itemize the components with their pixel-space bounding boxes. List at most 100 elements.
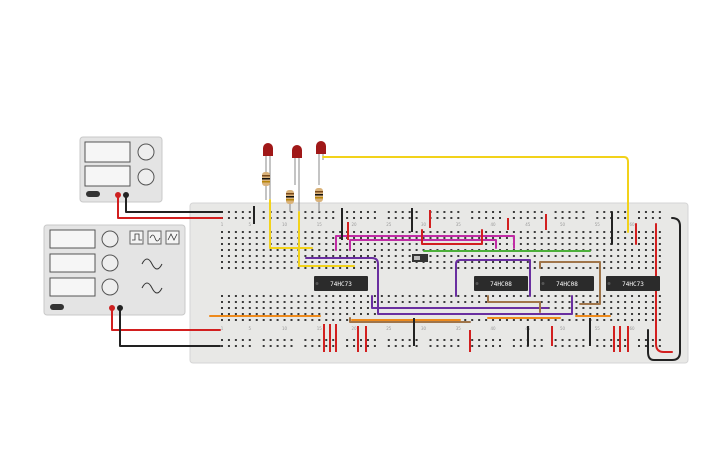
breadboard-hole[interactable] (603, 217, 606, 219)
breadboard-hole[interactable] (651, 339, 654, 341)
breadboard-hole[interactable] (582, 237, 585, 239)
breadboard-hole[interactable] (325, 243, 328, 245)
breadboard-hole[interactable] (221, 319, 223, 321)
breadboard-hole[interactable] (234, 237, 237, 239)
breadboard-hole[interactable] (582, 231, 585, 233)
breadboard-hole[interactable] (624, 231, 627, 233)
breadboard-hole[interactable] (262, 249, 265, 251)
breadboard-hole[interactable] (610, 345, 613, 347)
breadboard-hole[interactable] (311, 313, 314, 315)
breadboard-hole[interactable] (401, 243, 404, 245)
breadboard-hole[interactable] (401, 249, 404, 251)
breadboard-hole[interactable] (360, 345, 362, 347)
breadboard-hole[interactable] (547, 237, 550, 239)
breadboard-hole[interactable] (582, 255, 585, 257)
breadboard-hole[interactable] (408, 267, 411, 269)
breadboard-hole[interactable] (596, 313, 599, 315)
breadboard-hole[interactable] (603, 319, 606, 321)
breadboard-hole[interactable] (248, 339, 251, 341)
breadboard-hole[interactable] (332, 261, 335, 263)
breadboard-hole[interactable] (408, 217, 411, 219)
breadboard-hole[interactable] (512, 255, 515, 257)
breadboard-hole[interactable] (582, 313, 585, 315)
breadboard-hole[interactable] (380, 231, 383, 233)
breadboard-hole[interactable] (638, 255, 640, 257)
breadboard-hole[interactable] (533, 295, 536, 297)
breadboard-hole[interactable] (436, 301, 439, 303)
breadboard-hole[interactable] (325, 307, 328, 309)
breadboard-hole[interactable] (638, 211, 640, 213)
breadboard-hole[interactable] (325, 261, 328, 263)
breadboard-hole[interactable] (366, 261, 369, 263)
breadboard-hole[interactable] (589, 307, 592, 309)
breadboard-hole[interactable] (276, 307, 279, 309)
breadboard-hole[interactable] (415, 301, 418, 303)
breadboard-hole[interactable] (499, 243, 501, 245)
breadboard-hole[interactable] (499, 267, 501, 269)
breadboard-hole[interactable] (526, 255, 529, 257)
breadboard-hole[interactable] (394, 261, 397, 263)
breadboard-hole[interactable] (464, 301, 467, 303)
breadboard-hole[interactable] (318, 231, 321, 233)
resistor-3[interactable] (315, 188, 323, 212)
wire-magenta-1[interactable] (335, 235, 515, 251)
breadboard-hole[interactable] (644, 267, 647, 269)
breadboard-hole[interactable] (617, 211, 620, 213)
function-generator[interactable] (43, 224, 186, 316)
breadboard-hole[interactable] (325, 339, 328, 341)
breadboard-hole[interactable] (582, 217, 585, 219)
breadboard-hole[interactable] (651, 243, 654, 245)
breadboard-hole[interactable] (512, 345, 515, 347)
breadboard-hole[interactable] (366, 243, 369, 245)
breadboard-hole[interactable] (311, 307, 314, 309)
breadboard-hole[interactable] (290, 249, 293, 251)
breadboard-hole[interactable] (589, 237, 592, 239)
breadboard-hole[interactable] (346, 319, 349, 321)
breadboard-hole[interactable] (589, 267, 592, 269)
breadboard-hole[interactable] (582, 243, 585, 245)
breadboard-hole[interactable] (519, 211, 522, 213)
breadboard-hole[interactable] (339, 249, 342, 251)
breadboard-hole[interactable] (568, 345, 571, 347)
breadboard-hole[interactable] (304, 255, 307, 257)
breadboard-hole[interactable] (512, 295, 515, 297)
breadboard-hole[interactable] (429, 231, 432, 233)
breadboard-hole[interactable] (624, 313, 627, 315)
breadboard-hole[interactable] (283, 231, 286, 233)
breadboard-hole[interactable] (533, 267, 536, 269)
breadboard-hole[interactable] (276, 217, 279, 219)
breadboard-hole[interactable] (478, 255, 481, 257)
breadboard-hole[interactable] (422, 267, 425, 269)
breadboard-hole[interactable] (380, 255, 383, 257)
breadboard-hole[interactable] (241, 261, 244, 263)
breadboard-hole[interactable] (512, 261, 515, 263)
breadboard-hole[interactable] (575, 243, 578, 245)
breadboard-hole[interactable] (492, 217, 495, 219)
breadboard-hole[interactable] (227, 217, 230, 219)
breadboard-hole[interactable] (297, 307, 300, 309)
breadboard-hole[interactable] (332, 217, 335, 219)
breadboard-hole[interactable] (492, 243, 495, 245)
breadboard-hole[interactable] (617, 255, 620, 257)
breadboard-hole[interactable] (234, 255, 237, 257)
breadboard-hole[interactable] (269, 301, 272, 303)
breadboard-hole[interactable] (638, 295, 640, 297)
breadboard-hole[interactable] (457, 339, 460, 341)
breadboard-hole[interactable] (589, 231, 592, 233)
breadboard-hole[interactable] (353, 267, 356, 269)
breadboard-hole[interactable] (575, 231, 578, 233)
breadboard-hole[interactable] (638, 237, 640, 239)
breadboard-hole[interactable] (360, 313, 362, 315)
led-3[interactable] (316, 141, 326, 185)
breadboard-hole[interactable] (415, 243, 418, 245)
breadboard-hole[interactable] (304, 295, 307, 297)
breadboard-hole[interactable] (651, 345, 654, 347)
breadboard-hole[interactable] (512, 267, 515, 269)
breadboard-hole[interactable] (596, 249, 599, 251)
breadboard-hole[interactable] (617, 345, 620, 347)
breadboard-hole[interactable] (262, 231, 265, 233)
breadboard-hole[interactable] (221, 307, 223, 309)
breadboard-hole[interactable] (540, 345, 543, 347)
breadboard-hole[interactable] (610, 267, 613, 269)
breadboard-hole[interactable] (255, 307, 258, 309)
